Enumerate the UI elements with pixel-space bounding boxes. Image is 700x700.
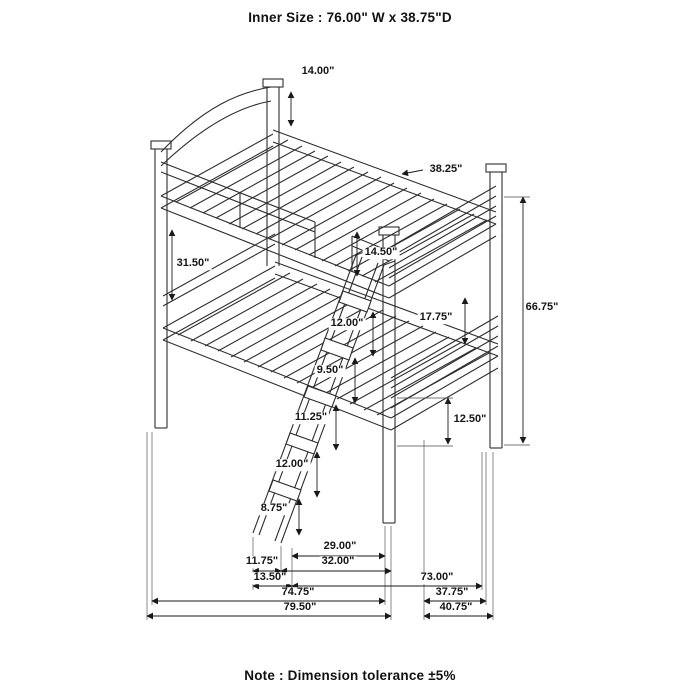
top-bunk-slats [175,139,488,283]
dim-label-overall-length: 79.50" [281,601,319,614]
headboard [150,78,284,429]
ladder-step [338,290,372,313]
dimension-lines [146,91,527,620]
dim-label-end-width-inner: 37.75" [433,586,471,599]
dim-label-overall-height: 66.75" [523,301,561,314]
tolerance-note: Note : Dimension tolerance ±5% [244,668,456,683]
dim-label-side-rail-spacing: 31.50" [174,257,212,270]
dim-label-bed-length-inner: 74.75" [279,586,317,599]
dim-label-ladder-step-1: 12.00" [328,317,366,330]
dim-label-frame-length: 73.00" [418,571,456,584]
dim-label-ladder-reach: 32.00" [319,555,357,568]
top-bunk [160,129,497,299]
dim-label-ladder-offset: 11.75" [243,555,281,568]
ladder-step [268,479,302,502]
dim-label-guard-rail-height: 14.50" [362,246,400,259]
dim-label-headboard-panel-height: 14.00" [299,65,337,78]
dim-label-ladder-depth: 13.50" [251,571,289,584]
dim-label-ladder-span: 29.00" [321,540,359,553]
dim-label-ladder-step-5: 8.75" [258,502,290,515]
dim-label-ladder-step-4: 12.00" [273,458,311,471]
inner-size-title: Inner Size : 76.00" W x 38.75"D [248,10,452,25]
ladder-step [303,385,337,408]
extension-lines [146,196,530,620]
ladder [252,250,396,544]
footboard [378,163,507,524]
dim-label-leg-height: 12.50" [451,413,489,426]
dim-label-foot-panel-height: 17.75" [417,311,455,324]
ladder-step [320,337,354,361]
dim-label-top-bunk-end-width: 38.25" [427,163,465,176]
ladder-step [285,432,319,455]
dim-label-overall-width: 40.75" [437,601,475,614]
dim-label-ladder-step-3: 11.25" [292,411,330,424]
dim-label-ladder-step-2: 9.50" [314,364,346,377]
